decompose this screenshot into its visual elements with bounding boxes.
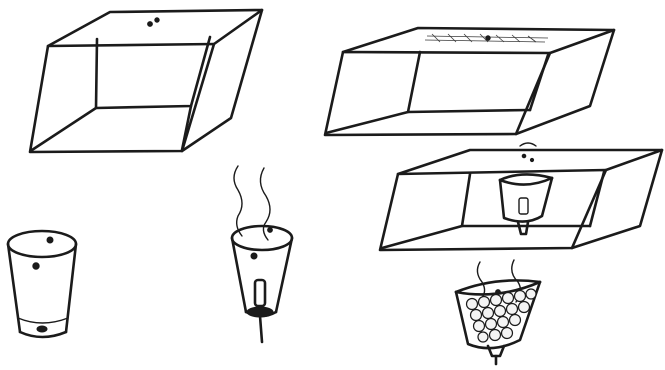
open-box-top-left bbox=[30, 10, 262, 152]
cup-with-pellets bbox=[456, 260, 540, 364]
cup-plain bbox=[8, 231, 76, 337]
open-box-top-right bbox=[325, 28, 614, 135]
cup-with-wick bbox=[232, 166, 292, 342]
box-with-cup-right bbox=[380, 143, 662, 250]
